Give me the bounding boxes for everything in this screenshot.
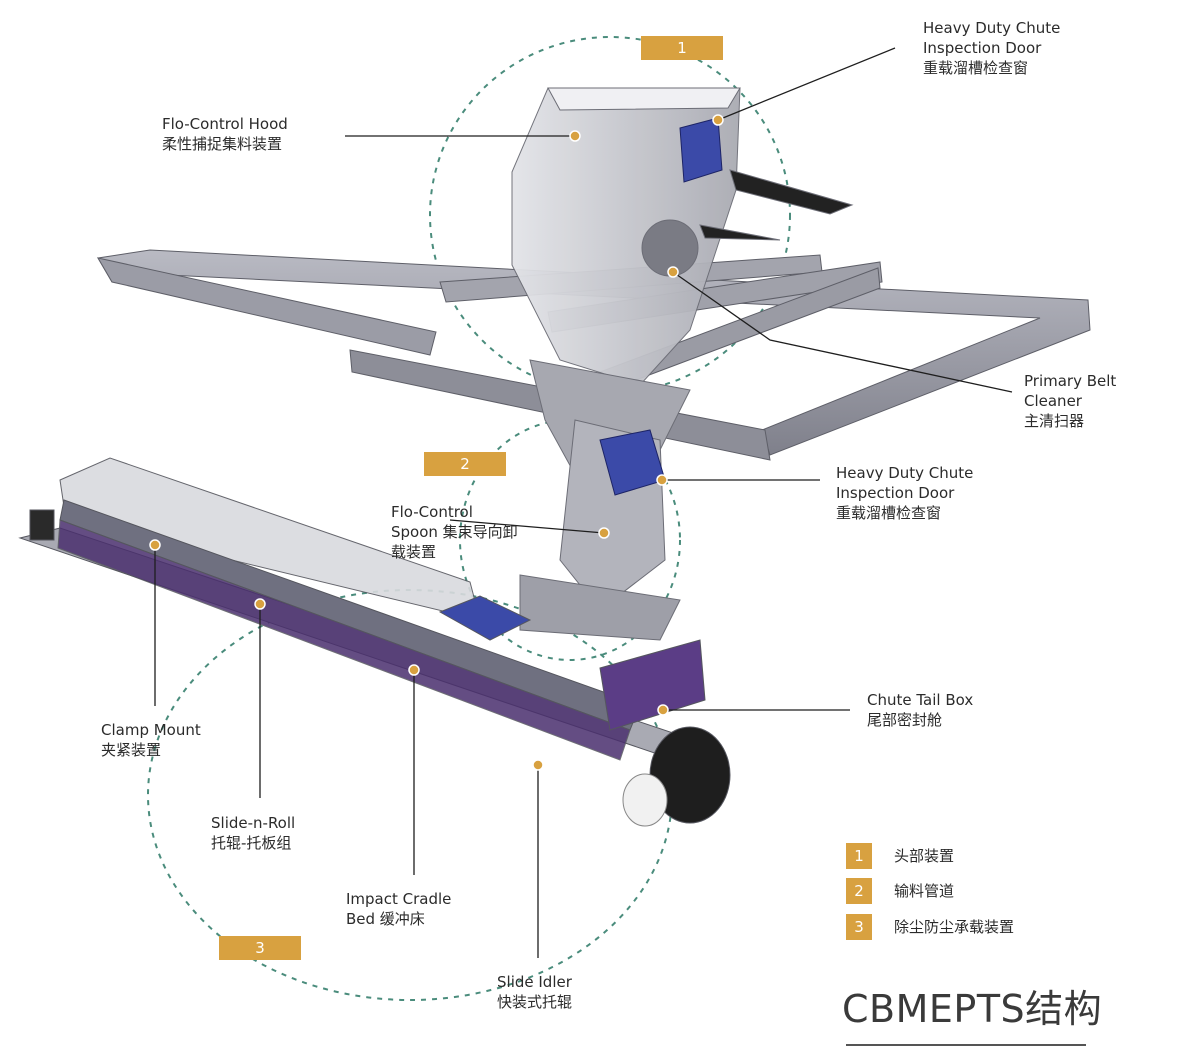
head-chute [511,87,854,641]
zone-1-circle [429,36,791,394]
leader-primary-belt-cleaner [672,271,1013,393]
legend-num: 2 [846,878,872,904]
zone-badge-2: 2 [424,452,506,476]
inspection-door-top-panel [679,117,723,183]
inspection-doors [599,117,723,496]
leader-flo-control-spoon [449,519,605,534]
leader-lines [154,47,1013,958]
zone-badge-1: 1 [641,36,723,60]
legend-num: 3 [846,914,872,940]
leader-inspection-door-top [717,47,896,121]
belt-conveyor [18,457,731,827]
legend-num: 1 [846,843,872,869]
title-underline [846,1044,1086,1046]
legend-text: 除尘防尘承载装置 [894,918,1015,936]
leader-dots [149,114,724,771]
zone-badge-3: 3 [219,936,301,960]
legend-text: 头部装置 [894,847,955,865]
diagram-title: CBMEPTS结构 [842,987,1103,1031]
legend-text: 输料管道 [894,882,955,900]
